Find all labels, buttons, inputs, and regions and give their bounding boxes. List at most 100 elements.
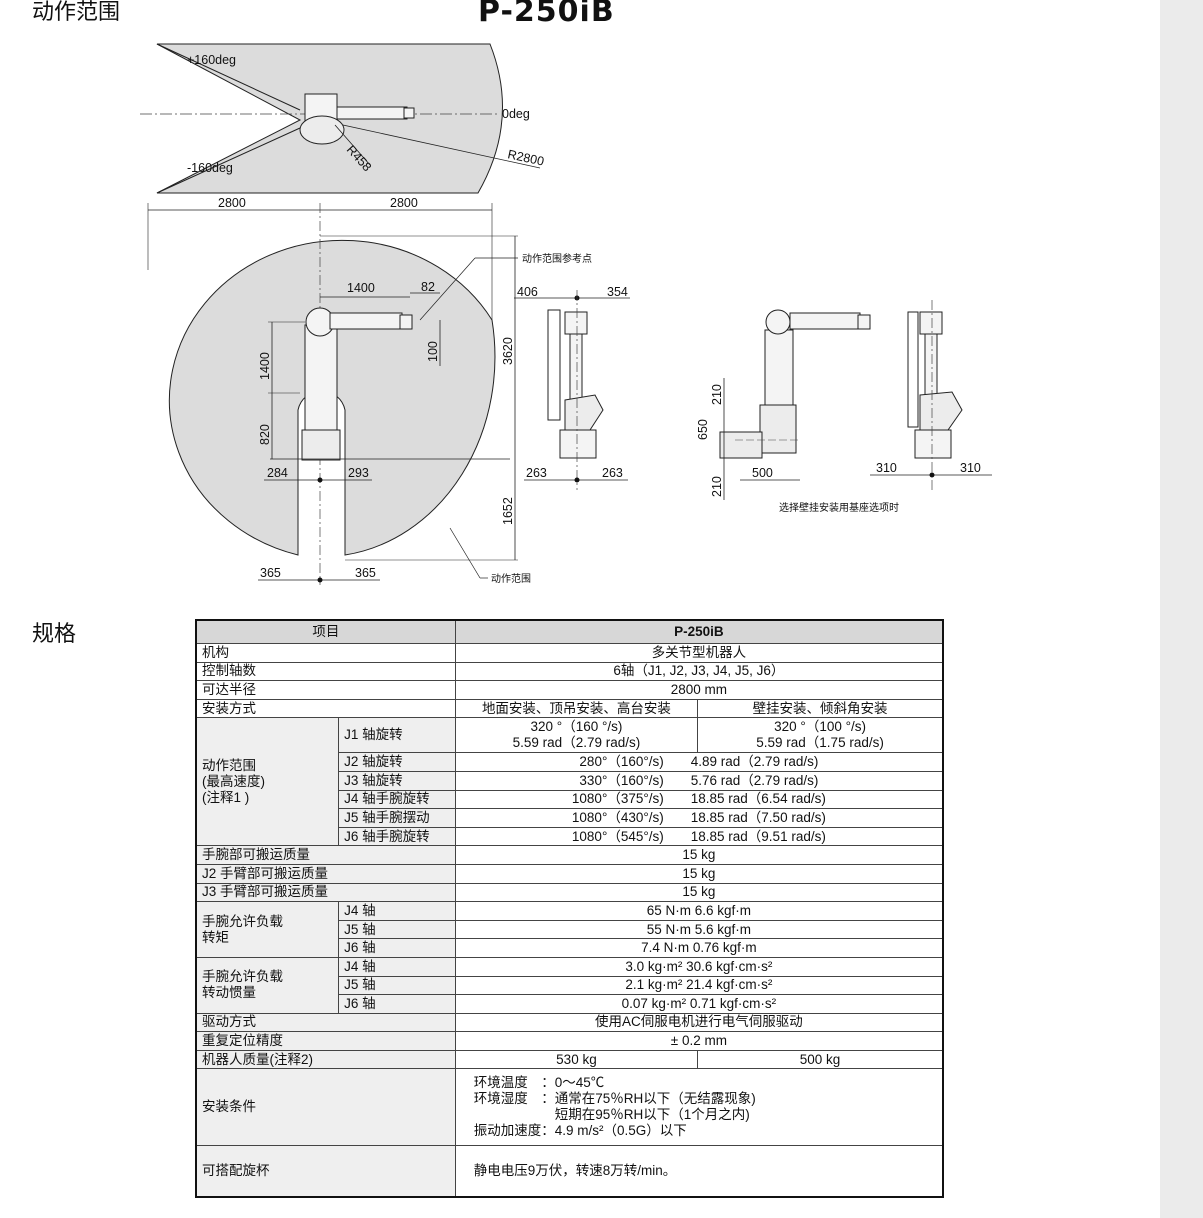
table-row: 动作范围 (最高速度) (注释1 ) J1 轴旋转 320 °（160 °/s)…: [195, 717, 944, 847]
row-value: 地面安装、顶吊安装、高台安装: [454, 698, 699, 719]
label-range: 动作范围: [491, 572, 531, 585]
table-row: 手腕允许负载转动惯量 J4 轴 3.0 kg·m² 30.6 kgf·cm·s²: [195, 956, 944, 1014]
row-value: 15 kg: [454, 845, 944, 865]
label-d500: 500: [752, 466, 773, 480]
wall-mount-caption: 选择壁挂安装用基座选项时: [779, 501, 899, 514]
label-d406: 406: [517, 285, 538, 299]
row-sublabel: J3 轴旋转: [338, 770, 456, 791]
table-row: 手腕部可搬运质量 15 kg: [195, 845, 944, 865]
model-title: P-250iB: [478, 0, 615, 29]
inertia-label: 手腕允许负载转动惯量: [195, 956, 340, 1014]
row-value: 静电电压9万伏，转速8万转/min。: [454, 1145, 944, 1198]
row-value: 7.4 N·m 0.76 kgf·m: [454, 938, 944, 958]
label-d210-bottom: 210: [710, 476, 724, 497]
top-view: +160deg -160deg 0deg R458 R2800: [140, 43, 545, 194]
row-value: 500 kg: [697, 1049, 944, 1070]
row-sublabel: J4 轴: [338, 901, 456, 921]
row-label: 重复定位精度: [195, 1031, 456, 1051]
row-sublabel: J6 轴: [338, 938, 456, 958]
label-base-284: 284: [267, 466, 288, 480]
table-row: 项目 P-250iB: [195, 619, 944, 644]
row-label: J2 手臂部可搬运质量: [195, 863, 456, 884]
row-value: 3.0 kg·m² 30.6 kgf·cm·s²: [454, 956, 944, 977]
row-sublabel: J4 轴手腕旋转: [338, 789, 456, 810]
row-value: 2800 mm: [454, 680, 944, 700]
label-dim-right: 2800: [390, 196, 418, 210]
row-value: 330°（160°/s) 5.76 rad（2.79 rad/s): [454, 770, 944, 791]
table-row: 安装条件 环境温度 ：0～45℃ 环境湿度 ：通常在75％RH以下（无结露现象)…: [195, 1068, 944, 1147]
row-value: 1080°（375°/s) 18.85 rad（6.54 rad/s): [454, 789, 944, 810]
table-row: J2 手臂部可搬运质量 15 kg: [195, 863, 944, 884]
label-ref-point: 动作范围参考点: [522, 252, 592, 265]
table-row: J3 轴旋转 330°（160°/s) 5.76 rad（2.79 rad/s): [196, 770, 944, 791]
row-value: 2.1 kg·m² 21.4 kgf·cm·s²: [454, 975, 944, 996]
label-d263-left: 263: [526, 466, 547, 480]
row-value: 6轴（J1, J2, J3, J4, J5, J6）: [454, 661, 944, 682]
label-radius-outer: R2800: [506, 147, 545, 168]
header-item: 项目: [195, 619, 456, 644]
row-sublabel: J5 轴: [338, 975, 456, 996]
label-vert-1652: 1652: [501, 497, 515, 525]
row-sublabel: J5 轴手腕摆动: [338, 808, 456, 828]
header-model: P-250iB: [454, 619, 944, 644]
table-row: 手腕允许负载转矩 J4 轴 65 N·m 6.6 kgf·m: [195, 901, 944, 958]
row-label: 驱动方式: [195, 1012, 456, 1033]
row-label: J3 手臂部可搬运质量: [195, 882, 456, 903]
row-label: 安装条件: [195, 1068, 456, 1147]
motion-range-diagram: +160deg -160deg 0deg R458 R2800 2800 280…: [140, 43, 992, 585]
label-d210-top: 210: [710, 384, 724, 405]
row-sublabel: J6 轴手腕旋转: [338, 826, 456, 847]
label-d354: 354: [607, 285, 628, 299]
label-vert-3620: 3620: [501, 337, 515, 365]
label-dim-left: 2800: [218, 196, 246, 210]
table-row: J3 手臂部可搬运质量 15 kg: [195, 882, 944, 903]
row-label: 控制轴数: [195, 661, 456, 682]
row-value: 530 kg: [454, 1049, 699, 1070]
label-base-293: 293: [348, 466, 369, 480]
label-vert-100: 100: [426, 341, 440, 362]
row-value: 1080°（430°/s) 18.85 rad（7.50 rad/s): [454, 808, 944, 828]
label-angle-minus: -160deg: [187, 161, 233, 175]
table-row: J6 轴手腕旋转 1080°（545°/s) 18.85 rad（9.51 ra…: [196, 826, 944, 847]
row-label: 机构: [195, 643, 456, 663]
label-vert-1400: 1400: [258, 352, 272, 380]
row-sublabel: J6 轴: [338, 994, 456, 1014]
row-value: 使用AC伺服电机进行电气伺服驱动: [454, 1012, 944, 1033]
row-label: 手腕部可搬运质量: [195, 845, 456, 865]
page-margin: [1160, 0, 1203, 1218]
label-angle-plus: +160deg: [187, 53, 236, 67]
row-value: ± 0.2 mm: [454, 1031, 944, 1051]
table-row: 可搭配旋杯 静电电压9万伏，转速8万转/min。: [195, 1145, 944, 1198]
row-value: 多关节型机器人: [454, 643, 944, 663]
label-d310-left: 310: [876, 461, 897, 475]
label-d263-right: 263: [602, 466, 623, 480]
row-value: 0.07 kg·m² 0.71 kgf·cm·s²: [454, 994, 944, 1014]
table-row: 机构 多关节型机器人: [195, 643, 944, 663]
row-value: 320 °（100 °/s)5.59 rad（1.75 rad/s): [697, 717, 944, 754]
label-d650: 650: [696, 419, 710, 440]
wall-mount-view: 210 650 210 500 310 310 选择壁挂安装用基座选项时: [696, 300, 992, 514]
front-view: 406 354 263 263: [514, 285, 630, 490]
table-row: J4 轴手腕旋转 1080°（375°/s) 18.85 rad（6.54 ra…: [196, 789, 944, 810]
row-value: 1080°（545°/s) 18.85 rad（9.51 rad/s): [454, 826, 944, 847]
table-row: J2 轴旋转 280°（160°/s) 4.89 rad（2.79 rad/s): [196, 752, 944, 772]
torque-label: 手腕允许负载转矩: [195, 901, 340, 958]
table-row: 重复定位精度 ± 0.2 mm: [195, 1031, 944, 1051]
row-value: 320 °（160 °/s)5.59 rad（2.79 rad/s): [454, 717, 699, 754]
label-d310-right: 310: [960, 461, 981, 475]
section-title-range: 动作范围: [32, 0, 121, 25]
install-conditions: 环境温度 ：0～45℃ 环境湿度 ：通常在75％RH以下（无结露现象) 短期在9…: [454, 1068, 944, 1147]
row-label: 可搭配旋杯: [195, 1145, 456, 1198]
row-sublabel: J4 轴: [338, 956, 456, 977]
table-row: 驱动方式 使用AC伺服电机进行电气伺服驱动: [195, 1012, 944, 1033]
row-sublabel: J1 轴旋转: [338, 717, 456, 754]
label-angle-zero: 0deg: [502, 107, 530, 121]
row-value: 65 N·m 6.6 kgf·m: [454, 901, 944, 921]
label-foot-365-right: 365: [355, 566, 376, 580]
row-value: 55 N·m 5.6 kgf·m: [454, 919, 944, 940]
label-arm-1400: 1400: [347, 281, 375, 295]
table-row: 机器人质量(注释2) 530 kg 500 kg: [195, 1049, 944, 1070]
table-row: 可达半径 2800 mm: [195, 680, 944, 700]
row-value: 15 kg: [454, 882, 944, 903]
spec-table: 项目 P-250iB 机构 多关节型机器人 控制轴数 6轴（J1, J2, J3…: [195, 619, 944, 1199]
